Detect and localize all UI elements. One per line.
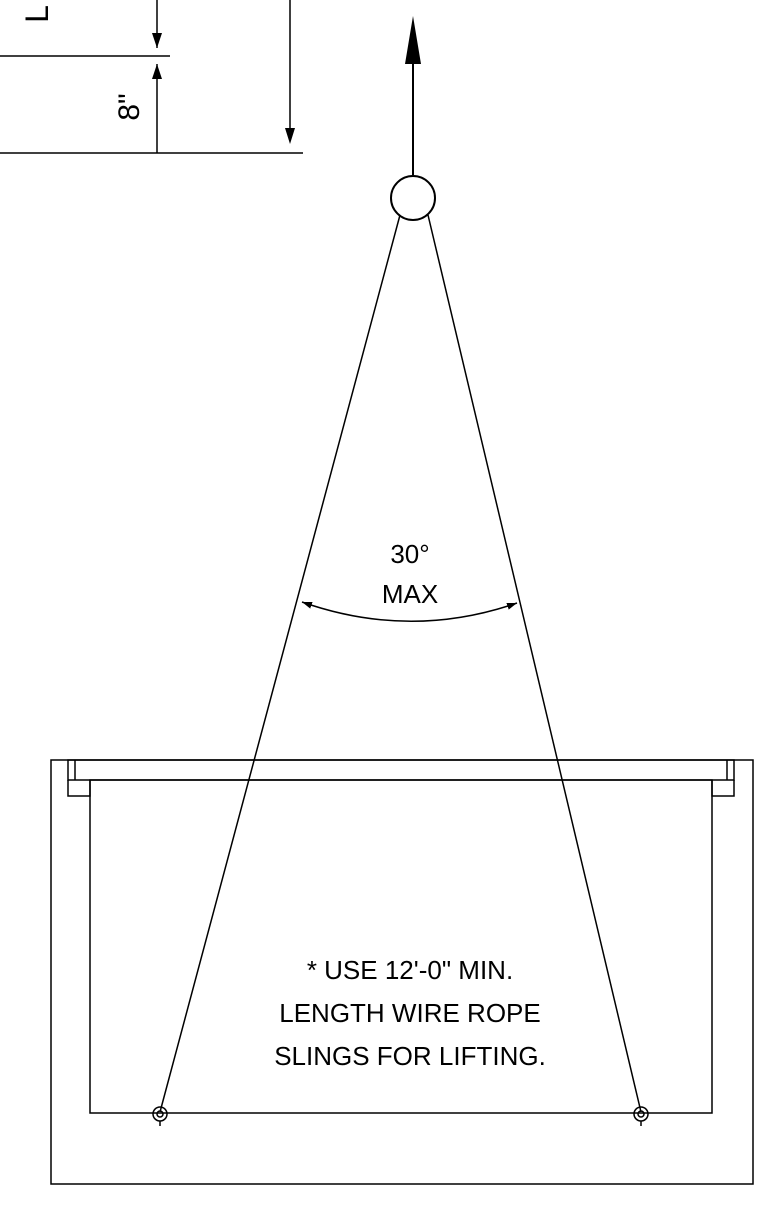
sling-right bbox=[427, 214, 642, 1113]
lift-arrowhead bbox=[405, 16, 421, 64]
right-flange bbox=[711, 780, 735, 797]
lift-point bbox=[390, 16, 436, 221]
angle-qualifier: MAX bbox=[382, 579, 438, 609]
note-line-3: SLINGS FOR LIFTING. bbox=[274, 1041, 546, 1071]
dim-arrowhead-8in bbox=[152, 64, 162, 79]
angle-value: 30° bbox=[390, 539, 429, 569]
dim-arrowhead-top bbox=[152, 33, 162, 48]
equipment-body bbox=[50, 759, 754, 1185]
angle-arc bbox=[301, 601, 518, 622]
lug-left bbox=[152, 1106, 168, 1126]
dimension-area: L 8" bbox=[0, 0, 303, 154]
lug-right bbox=[633, 1106, 649, 1126]
note-line-1: * USE 12'-0" MIN. bbox=[307, 955, 513, 985]
angle-callout: 30° MAX bbox=[301, 539, 518, 622]
dim-arrowhead-overall bbox=[285, 128, 295, 144]
lug-left-inner-icon bbox=[156, 1110, 164, 1118]
top-plate bbox=[67, 759, 735, 781]
lifting-lugs bbox=[152, 1106, 649, 1126]
lug-right-inner-icon bbox=[637, 1110, 645, 1118]
inner-tank bbox=[89, 779, 713, 1114]
note-line-2: LENGTH WIRE ROPE bbox=[279, 998, 540, 1028]
slings bbox=[159, 214, 642, 1113]
dimension-8in: 8" bbox=[113, 93, 146, 120]
shackle-ring bbox=[390, 175, 436, 221]
lifting-note: * USE 12'-0" MIN. LENGTH WIRE ROPE SLING… bbox=[274, 955, 546, 1071]
sling-left bbox=[159, 214, 401, 1113]
left-flange bbox=[67, 780, 91, 797]
cut-off-label: L bbox=[19, 5, 55, 23]
